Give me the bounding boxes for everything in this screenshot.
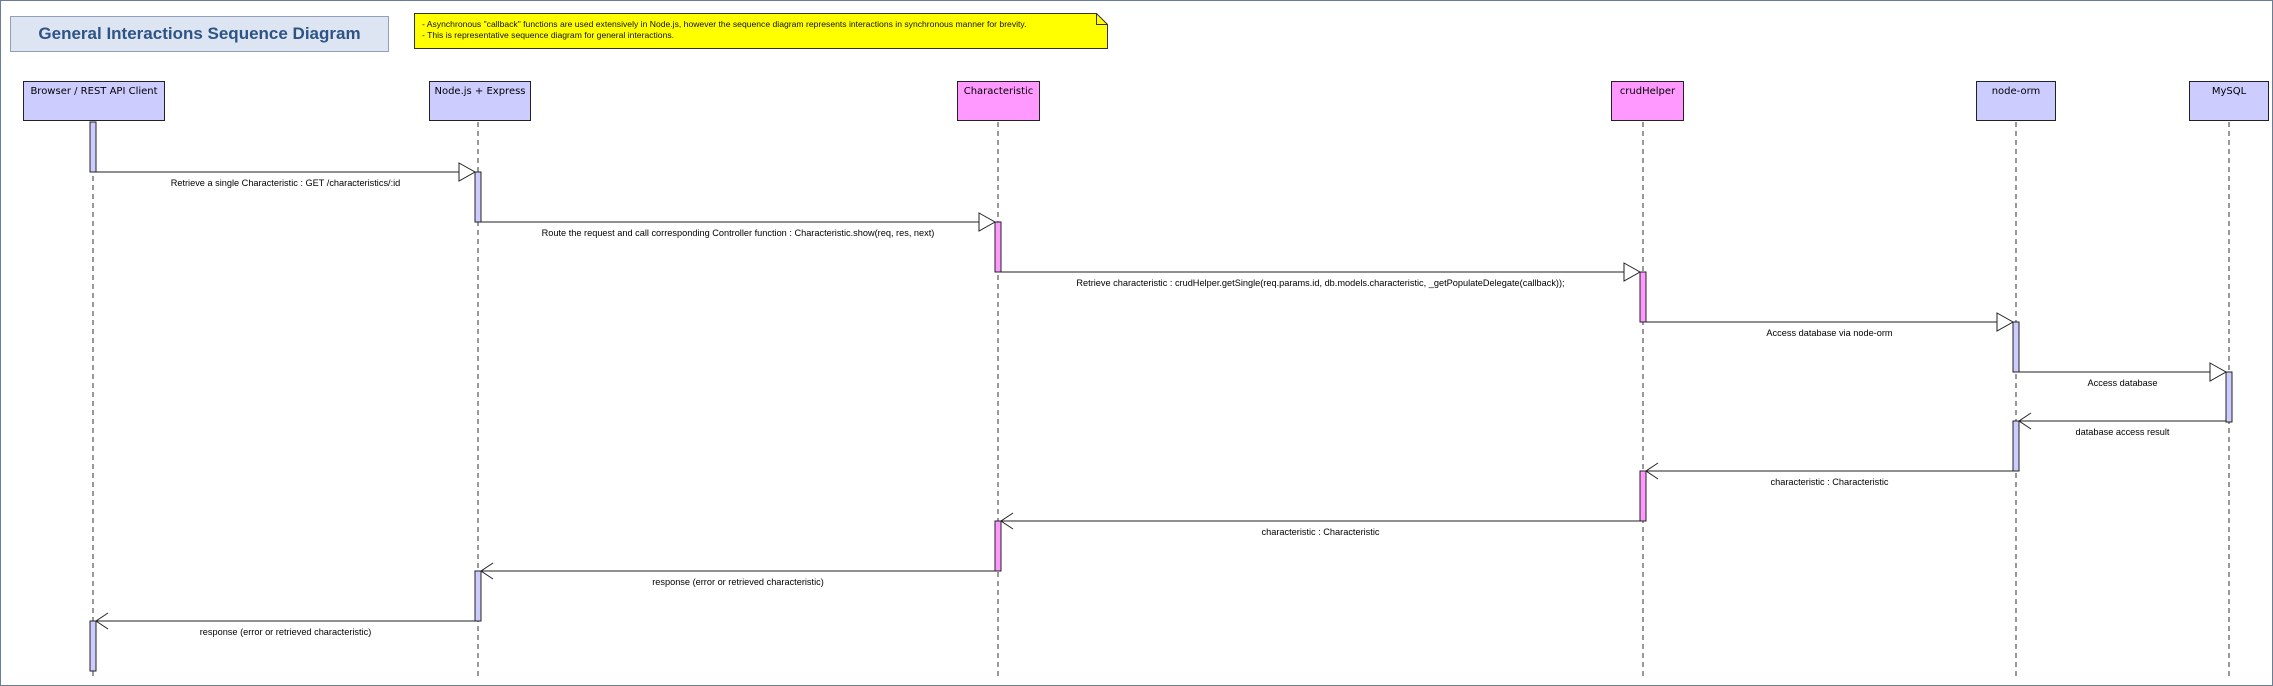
participant-characteristic: Characteristic: [957, 81, 1040, 121]
participant-label: node-orm: [1991, 86, 2041, 97]
note-box: - Asynchronous "callback" functions are …: [414, 13, 1108, 49]
note-line-2: - This is representative sequence diagra…: [422, 30, 675, 40]
participant-orm: node-orm: [1976, 81, 2056, 121]
activation-bar-orm: [2012, 420, 2020, 472]
message-label: Retrieve characteristic : crudHelper.get…: [1076, 278, 1565, 288]
note-line-1: - Asynchronous "callback" functions are …: [422, 19, 1027, 29]
diagram-title-box: General Interactions Sequence Diagram: [10, 16, 389, 52]
participant-label: MySQL: [2211, 86, 2247, 97]
participant-client: Browser / REST API Client: [23, 81, 165, 121]
note-text: - Asynchronous "callback" functions are …: [422, 19, 1026, 41]
activation-bar-crud: [1639, 271, 1647, 323]
participant-label: Characteristic: [963, 86, 1034, 97]
diagram-title: General Interactions Sequence Diagram: [38, 24, 361, 43]
message-label: Route the request and call corresponding…: [541, 228, 935, 238]
return-arrowhead: [2018, 412, 2032, 430]
activation-bar-client: [89, 620, 97, 672]
message-arrowhead: [978, 212, 997, 232]
return-arrowhead: [95, 612, 109, 630]
message-label: response (error or retrieved characteris…: [652, 577, 824, 587]
return-arrowhead: [1000, 512, 1014, 530]
message-label: Access database via node-orm: [1766, 328, 1893, 338]
return-arrowhead: [480, 562, 494, 580]
message-arrowhead: [1996, 312, 2015, 332]
participant-mysql: MySQL: [2189, 81, 2269, 121]
message-label: Access database: [2087, 378, 2158, 388]
participant-label: Node.js + Express: [434, 86, 526, 97]
activation-bar-characteristic: [994, 520, 1002, 572]
note-shape: [414, 13, 1108, 49]
activation-bar-orm: [2012, 321, 2020, 373]
participant-label: Browser / REST API Client: [30, 86, 158, 97]
participant-label: crudHelper: [1619, 86, 1676, 97]
message-label: characteristic : Characteristic: [1770, 477, 1889, 487]
activation-bar-crud: [1639, 470, 1647, 522]
participant-node: Node.js + Express: [429, 81, 531, 121]
activation-bar-mysql: [2225, 371, 2233, 423]
message-label: database access result: [2075, 427, 2170, 437]
activation-bar-node: [474, 570, 482, 622]
message-arrowhead: [2209, 362, 2228, 382]
message-label: Retrieve a single Characteristic : GET /…: [170, 178, 401, 188]
message-label: characteristic : Characteristic: [1261, 527, 1380, 537]
activation-bar-characteristic: [994, 221, 1002, 273]
participant-crud: crudHelper: [1611, 81, 1684, 121]
activation-bar-node: [474, 171, 482, 223]
message-arrowhead: [1623, 262, 1642, 282]
message-arrowhead: [458, 162, 477, 182]
message-label: response (error or retrieved characteris…: [199, 627, 372, 637]
activation-bar-client: [89, 121, 97, 173]
return-arrowhead: [1645, 462, 1659, 480]
